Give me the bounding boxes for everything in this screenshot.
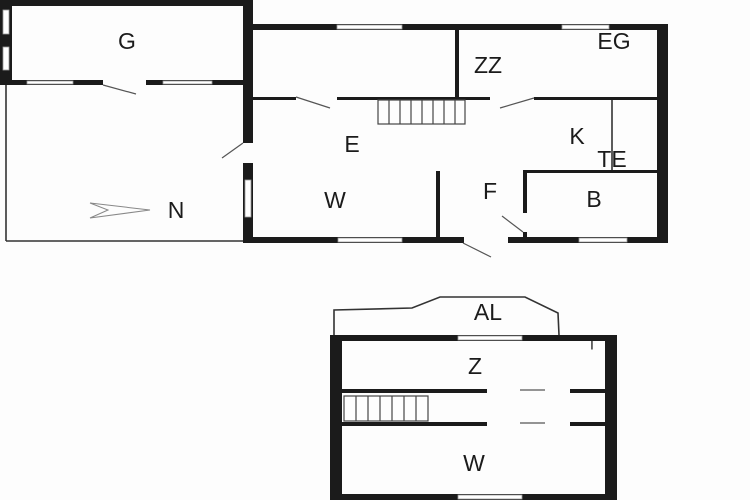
window (457, 494, 523, 500)
door-swing (221, 142, 244, 159)
room-label-kitchen: K (569, 123, 585, 149)
window (2, 9, 10, 35)
door-swing (295, 96, 331, 109)
wall (436, 171, 440, 239)
balcony-outline (333, 296, 560, 336)
ground-floor: N G (0, 0, 668, 258)
wall (330, 335, 342, 500)
room-label-garage: G (118, 28, 136, 54)
staircase (377, 99, 466, 125)
room-label-study: ZZ (474, 52, 502, 78)
room-label-entrance: F (483, 178, 497, 204)
room-label-room: Z (468, 353, 482, 379)
room-label-upper-living: W (463, 450, 485, 476)
wall (570, 389, 605, 393)
wall (253, 97, 296, 100)
wall (534, 97, 657, 100)
room-label-living: W (324, 187, 346, 213)
room-label-bathroom: B (586, 186, 601, 212)
wall (523, 170, 657, 173)
wall (342, 389, 487, 393)
door-swing (102, 84, 137, 95)
room-label-dining: EG (597, 28, 630, 54)
upper-floor: AL Z W I (330, 296, 617, 500)
window (336, 24, 403, 30)
staircase (343, 395, 429, 422)
window (26, 80, 74, 85)
door-swing (499, 97, 535, 109)
room-label-toilet: TE (597, 146, 626, 172)
wall (455, 29, 459, 99)
wall (253, 24, 668, 30)
wall (523, 170, 527, 213)
window (162, 80, 213, 85)
door-swing (501, 215, 524, 233)
wall (337, 97, 490, 100)
window (2, 46, 10, 71)
wall (342, 422, 487, 426)
window (561, 24, 610, 30)
wall (657, 24, 668, 243)
room-mark: I (590, 337, 594, 353)
wall (523, 232, 527, 238)
door-swing (462, 242, 492, 258)
compass-label: N (168, 197, 185, 223)
wall (0, 0, 253, 6)
wall (570, 422, 605, 426)
window (578, 237, 628, 243)
door-opening (242, 143, 254, 163)
room-label-hall: E (344, 131, 359, 157)
room-label-balcony: AL (474, 299, 502, 325)
window (244, 179, 252, 218)
wall (605, 335, 617, 500)
north-arrow-icon (89, 202, 151, 219)
wall (243, 0, 253, 243)
window (457, 335, 523, 341)
window (337, 237, 403, 243)
